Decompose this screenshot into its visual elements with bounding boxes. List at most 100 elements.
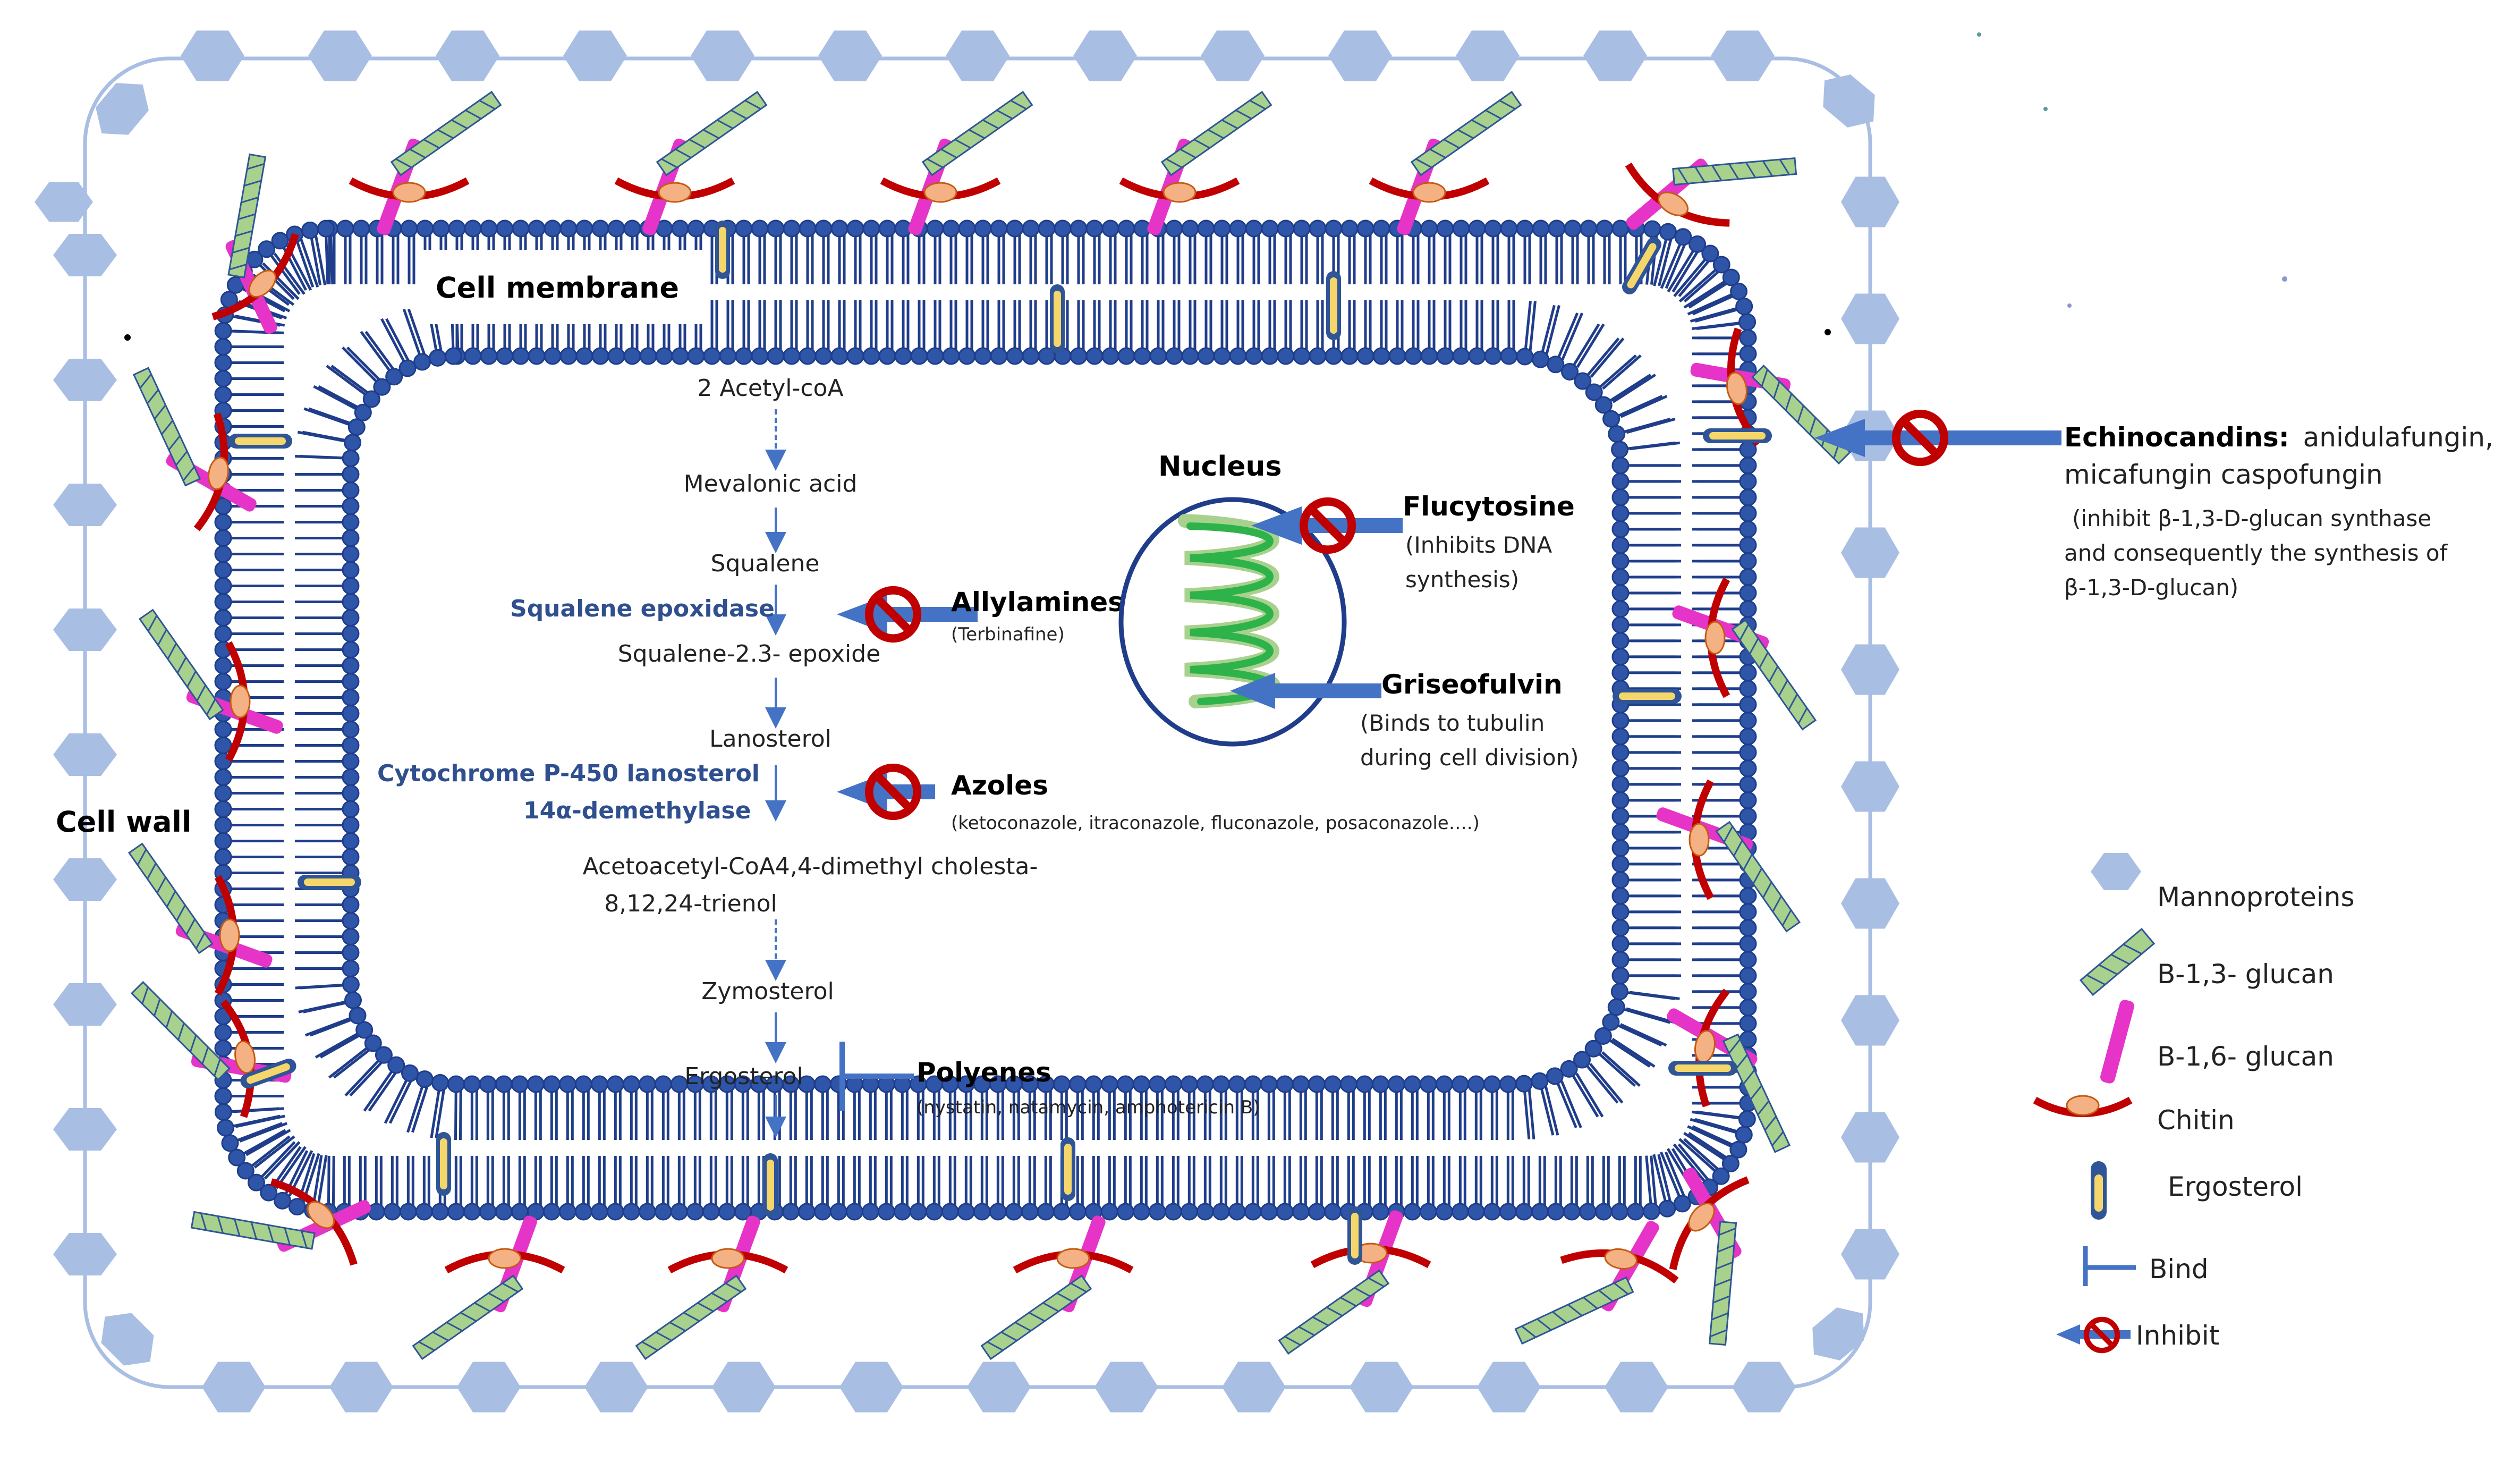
lipid-head [1531, 350, 1549, 368]
lipid-head [1403, 1203, 1421, 1221]
lipid-tail [1590, 337, 1625, 378]
lipid-head [511, 1075, 529, 1093]
beta-1-3-glucan-stripe [139, 374, 152, 389]
beta-1-3-glucan-stripe [141, 986, 149, 1004]
lipid-head [367, 1203, 385, 1221]
beta-1-3-glucan-stripe [711, 1292, 728, 1303]
lipid-tail [1612, 374, 1656, 403]
lipid-head [383, 1203, 401, 1221]
beta-1-3-glucan-stripe [395, 158, 412, 168]
beta-1-3-glucan-stripe [147, 615, 158, 632]
beta-1-3-glucan-stripe [201, 1046, 209, 1064]
lipid-tail [295, 239, 315, 288]
mannoprotein-icon [1201, 30, 1265, 81]
lipid-head [464, 219, 482, 238]
lipid-head [1467, 1075, 1485, 1093]
lipid-head [1323, 1075, 1342, 1093]
lipid-head [1148, 1203, 1166, 1221]
mannoprotein-icon [1073, 30, 1137, 81]
beta-1-3-glucan-stripe [301, 1230, 308, 1248]
lipid-head [1053, 1075, 1071, 1093]
lipid-head [1580, 219, 1598, 238]
lipid-head [687, 219, 705, 238]
chitin-anchor [392, 182, 426, 203]
mannoprotein-icon [53, 733, 117, 776]
lipid-head [878, 347, 896, 365]
mannoprotein-icon [1732, 1362, 1796, 1413]
lipid-head [1292, 1203, 1310, 1221]
lipid-head [1738, 1110, 1756, 1128]
lipid-head [1611, 520, 1630, 538]
lipid-tail [342, 347, 379, 384]
beta-1-3-glucan-stripe [1718, 1227, 1736, 1236]
lipid-head [1532, 219, 1550, 238]
lipid-head [1701, 244, 1719, 263]
mannoprotein-icon [1841, 761, 1899, 812]
lipid-head [1212, 1075, 1230, 1093]
mannoprotein-icon [53, 484, 117, 526]
lipid-head [1626, 1203, 1644, 1221]
lipid-head [1388, 347, 1406, 365]
lipid-head [214, 848, 232, 866]
lipid-head [751, 219, 769, 238]
lipid-tail [388, 1077, 414, 1124]
beta-1-3-glucan-stripe [432, 1331, 449, 1341]
chitin-icon [2033, 1095, 2133, 1117]
lipid-head [214, 736, 232, 754]
lipid-head [1611, 919, 1630, 937]
beta-1-3-glucan-stripe [176, 657, 187, 674]
lipid-tail [302, 430, 353, 443]
lipid-head [1277, 347, 1295, 365]
lipid-tail [1575, 1072, 1604, 1118]
lipid-head [1372, 347, 1390, 365]
lipid-head [894, 347, 912, 365]
lipid-tail [1696, 321, 1747, 331]
beta-1-3-glucan-stripe [206, 698, 216, 715]
beta-1-3-glucan-icon [1751, 365, 1852, 465]
mannoprotein-icon [1350, 1362, 1413, 1413]
lipid-head [1022, 347, 1040, 365]
beta-1-3-glucan-stripe [744, 99, 761, 110]
beta-1-3-glucan-stripe [1537, 1318, 1552, 1331]
lipid-tail [1667, 248, 1696, 293]
mannoprotein-icon [101, 1313, 154, 1366]
azoles-label: Azoles [951, 770, 1048, 801]
beta-1-3-glucan-stripe [1221, 119, 1238, 130]
griseofulvin-bind-arrow [1230, 673, 1381, 709]
lipid-head [342, 593, 360, 611]
lipid-head [1531, 1203, 1549, 1221]
beta-1-3-glucan-stripe [1717, 1244, 1735, 1253]
lipid-head [909, 1203, 927, 1221]
azoles-inhibit-arrow [837, 768, 935, 816]
lipid-head [767, 219, 785, 238]
lipid-head [574, 1203, 592, 1221]
beta-1-3-glucan-stripe [1326, 1306, 1343, 1317]
beta-1-3-glucan-stripe [675, 148, 692, 159]
lipid-head [479, 1203, 497, 1221]
beta-1-3-glucan-stripe [1694, 166, 1706, 183]
lipid-tail [360, 331, 392, 374]
lipid-head [1484, 219, 1502, 238]
beta-1-3-glucan-icon [635, 1274, 747, 1360]
beta-1-3-glucan-stripe [234, 1219, 241, 1237]
allylamines-examples: (Terbinafine) [951, 624, 1065, 645]
lipid-head [1547, 356, 1565, 374]
lipid-head [447, 1203, 465, 1221]
beta-1-3-glucan-stripe [1714, 1278, 1732, 1287]
lipid-head [655, 347, 673, 365]
lipid-head [1602, 410, 1620, 428]
polyenes-bind-symbol [839, 1042, 914, 1111]
lipid-head [1739, 552, 1757, 570]
lipid-head [512, 219, 530, 238]
lipid-head [767, 347, 785, 365]
allylamines-inhibit-arrow [837, 590, 978, 638]
beta-1-3-glucan-stripe [1010, 99, 1027, 110]
lipid-tail [1626, 418, 1676, 434]
mannoprotein-icon [1583, 30, 1647, 81]
mannoprotein-icon [53, 858, 117, 901]
pathway-step-dimethyl-cholesta-line1: Acetoacetyl-CoA4,4-dimethyl cholesta- [583, 853, 1038, 880]
lipid-tail [1696, 1110, 1747, 1120]
lipid-tail [1626, 1007, 1675, 1024]
ergosterol-core [440, 1138, 447, 1189]
lipid-head [1642, 1202, 1660, 1220]
